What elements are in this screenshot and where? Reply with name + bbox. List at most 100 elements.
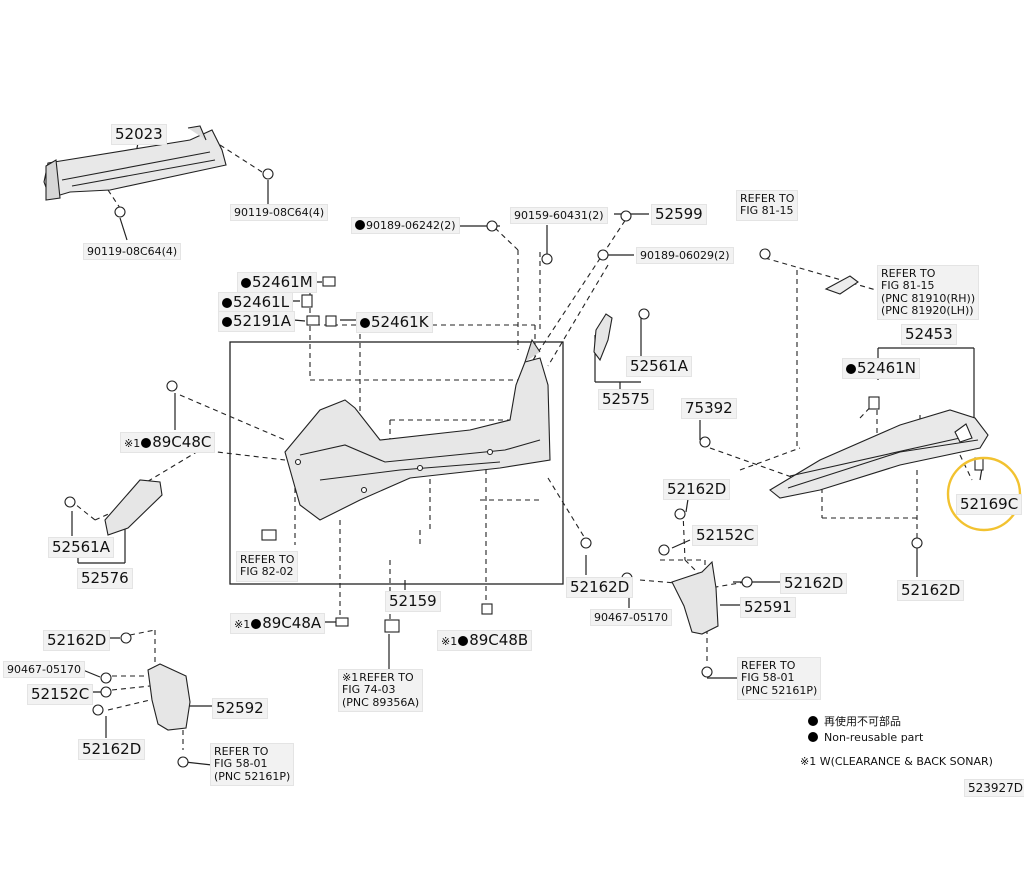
legend-nonreusable-jp: 再使用不可部品: [808, 713, 901, 729]
clip-icon: [177, 756, 189, 768]
refer-fig-81-15-pnc[interactable]: REFER TO FIG 81-15 (PNC 81910(RH)) (PNC …: [877, 265, 980, 321]
part-label-89C48A[interactable]: ※1 89C48A: [230, 613, 326, 634]
clip-icon: [100, 686, 112, 698]
nonreusable-dot-icon: [458, 636, 469, 646]
refer-fig-74-03[interactable]: ※1REFER TO FIG 74-03 (PNC 89356A): [338, 669, 424, 712]
part-label-52453[interactable]: 52453: [901, 324, 957, 345]
part-label-52461K[interactable]: 52461K: [356, 312, 433, 333]
nonreusable-dot-icon: [808, 716, 818, 726]
part-label-52591[interactable]: 52591: [740, 597, 796, 618]
part-label-52461M[interactable]: 52461M: [237, 272, 317, 293]
part-number-text: 52191A: [233, 312, 291, 330]
clip-icon: [335, 617, 349, 627]
bolt-icon: [759, 248, 771, 260]
clip-icon: [701, 666, 713, 678]
part-label-89C48B[interactable]: ※1 89C48B: [437, 630, 533, 651]
part-number-text: 90189-06242(2): [366, 219, 456, 232]
part-label-75392[interactable]: 75392: [681, 398, 737, 419]
part-label-52599[interactable]: 52599: [651, 204, 707, 225]
part-label-52576[interactable]: 52576: [77, 568, 133, 589]
note-mark: ※1: [124, 437, 141, 450]
note-mark: ※1: [234, 618, 251, 631]
clip-icon: [658, 544, 670, 556]
part-label-52023[interactable]: 52023: [111, 124, 167, 145]
part-label-52162D-c[interactable]: 52162D: [897, 580, 965, 601]
garnish-piece: [824, 275, 859, 295]
legend-nonreusable-en: Non-reusable part: [808, 731, 923, 744]
nonreusable-dot-icon: [808, 732, 818, 742]
part-label-52162D-b[interactable]: 52162D: [566, 577, 634, 598]
figure-id: 523927D: [964, 779, 1024, 797]
group-frame: [229, 341, 564, 585]
part-label-90467-b[interactable]: 90467-05170: [3, 661, 85, 678]
refer-fig-82-02[interactable]: REFER TO FIG 82-02: [236, 551, 299, 582]
part-label-52159[interactable]: 52159: [385, 591, 441, 612]
part-label-52461N[interactable]: 52461N: [842, 358, 920, 379]
part-number-text: 52461L: [233, 293, 290, 311]
reflector-icon: [325, 315, 337, 327]
screw-icon: [486, 220, 498, 232]
reinforcement-52023-shape: [43, 125, 227, 201]
reflector-icon: [322, 276, 336, 287]
legend-text: 再使用不可部品: [824, 715, 901, 728]
part-label-90119-b[interactable]: 90119-08C64(4): [83, 243, 182, 260]
part-label-52162D-e[interactable]: 52162D: [43, 630, 111, 651]
part-label-52575[interactable]: 52575: [598, 389, 654, 410]
part-label-52162D-a[interactable]: 52162D: [663, 479, 731, 500]
refer-text: REFER TO FIG 74-03 (PNC 89356A): [342, 671, 420, 709]
nonreusable-dot-icon: [222, 317, 232, 327]
part-label-52561A-left[interactable]: 52561A: [48, 537, 114, 558]
part-number-text: 89C48C: [152, 433, 212, 451]
part-number-text: 52461K: [371, 313, 429, 331]
part-number-text: 89C48A: [262, 614, 322, 632]
note-mark: ※1: [441, 635, 458, 648]
part-label-52152C-b[interactable]: 52152C: [27, 684, 94, 705]
sensor-retainer-icon: [384, 619, 400, 633]
part-label-90119-a[interactable]: 90119-08C64(4): [230, 204, 329, 221]
nonreusable-dot-icon: [141, 438, 152, 448]
part-label-90467-a[interactable]: 90467-05170: [590, 609, 672, 626]
part-label-52191A[interactable]: 52191A: [218, 311, 295, 332]
reflector-icon: [306, 315, 320, 326]
reflector-icon: [868, 396, 880, 410]
part-label-90159[interactable]: 90159-60431(2): [510, 207, 608, 224]
part-label-52169C[interactable]: 52169C: [956, 494, 1023, 515]
legend-text: Non-reusable part: [824, 731, 924, 744]
bracket-52575-shape: [593, 313, 613, 362]
nonreusable-dot-icon: [355, 220, 365, 230]
screw-icon: [64, 496, 76, 508]
bumper-cover-shape: [284, 338, 551, 521]
screw-icon: [92, 704, 104, 716]
refer-fig-81-15-top[interactable]: REFER TO FIG 81-15: [736, 190, 799, 221]
clip-icon: [597, 249, 609, 261]
part-label-52162D-f[interactable]: 52162D: [78, 739, 146, 760]
support-52591-shape: [671, 560, 719, 635]
part-label-52592[interactable]: 52592: [212, 698, 268, 719]
part-label-89C48C[interactable]: ※1 89C48C: [120, 432, 216, 453]
support-52592-shape: [147, 663, 191, 731]
screw-icon: [541, 253, 553, 265]
refer-fig-58-01-right[interactable]: REFER TO FIG 58-01 (PNC 52161P): [737, 657, 822, 700]
screw-icon: [100, 672, 112, 684]
part-number-text: 52461M: [252, 273, 313, 291]
clip-icon: [481, 603, 493, 615]
part-label-52152C-a[interactable]: 52152C: [692, 525, 759, 546]
refer-fig-58-01-left[interactable]: REFER TO FIG 58-01 (PNC 52161P): [210, 743, 295, 786]
clip-icon: [620, 210, 632, 222]
part-label-90189-06242[interactable]: 90189-06242(2): [351, 217, 460, 234]
note-mark: ※1: [342, 671, 359, 684]
part-label-52461L[interactable]: 52461L: [218, 292, 294, 313]
screw-icon: [638, 308, 650, 320]
clip-icon: [166, 380, 178, 392]
part-label-90189-06029[interactable]: 90189-06029(2): [636, 247, 734, 264]
clip-icon: [580, 537, 592, 549]
bracket-52576-shape: [104, 479, 163, 536]
nonreusable-dot-icon: [846, 364, 856, 374]
nonreusable-dot-icon: [222, 298, 232, 308]
part-label-52561A-right[interactable]: 52561A: [626, 356, 692, 377]
part-label-52162D-d[interactable]: 52162D: [780, 573, 848, 594]
legend-note: ※1 W(CLEARANCE & BACK SONAR): [800, 755, 993, 768]
part-number-text: 89C48B: [469, 631, 529, 649]
bolt-icon: [262, 168, 274, 180]
